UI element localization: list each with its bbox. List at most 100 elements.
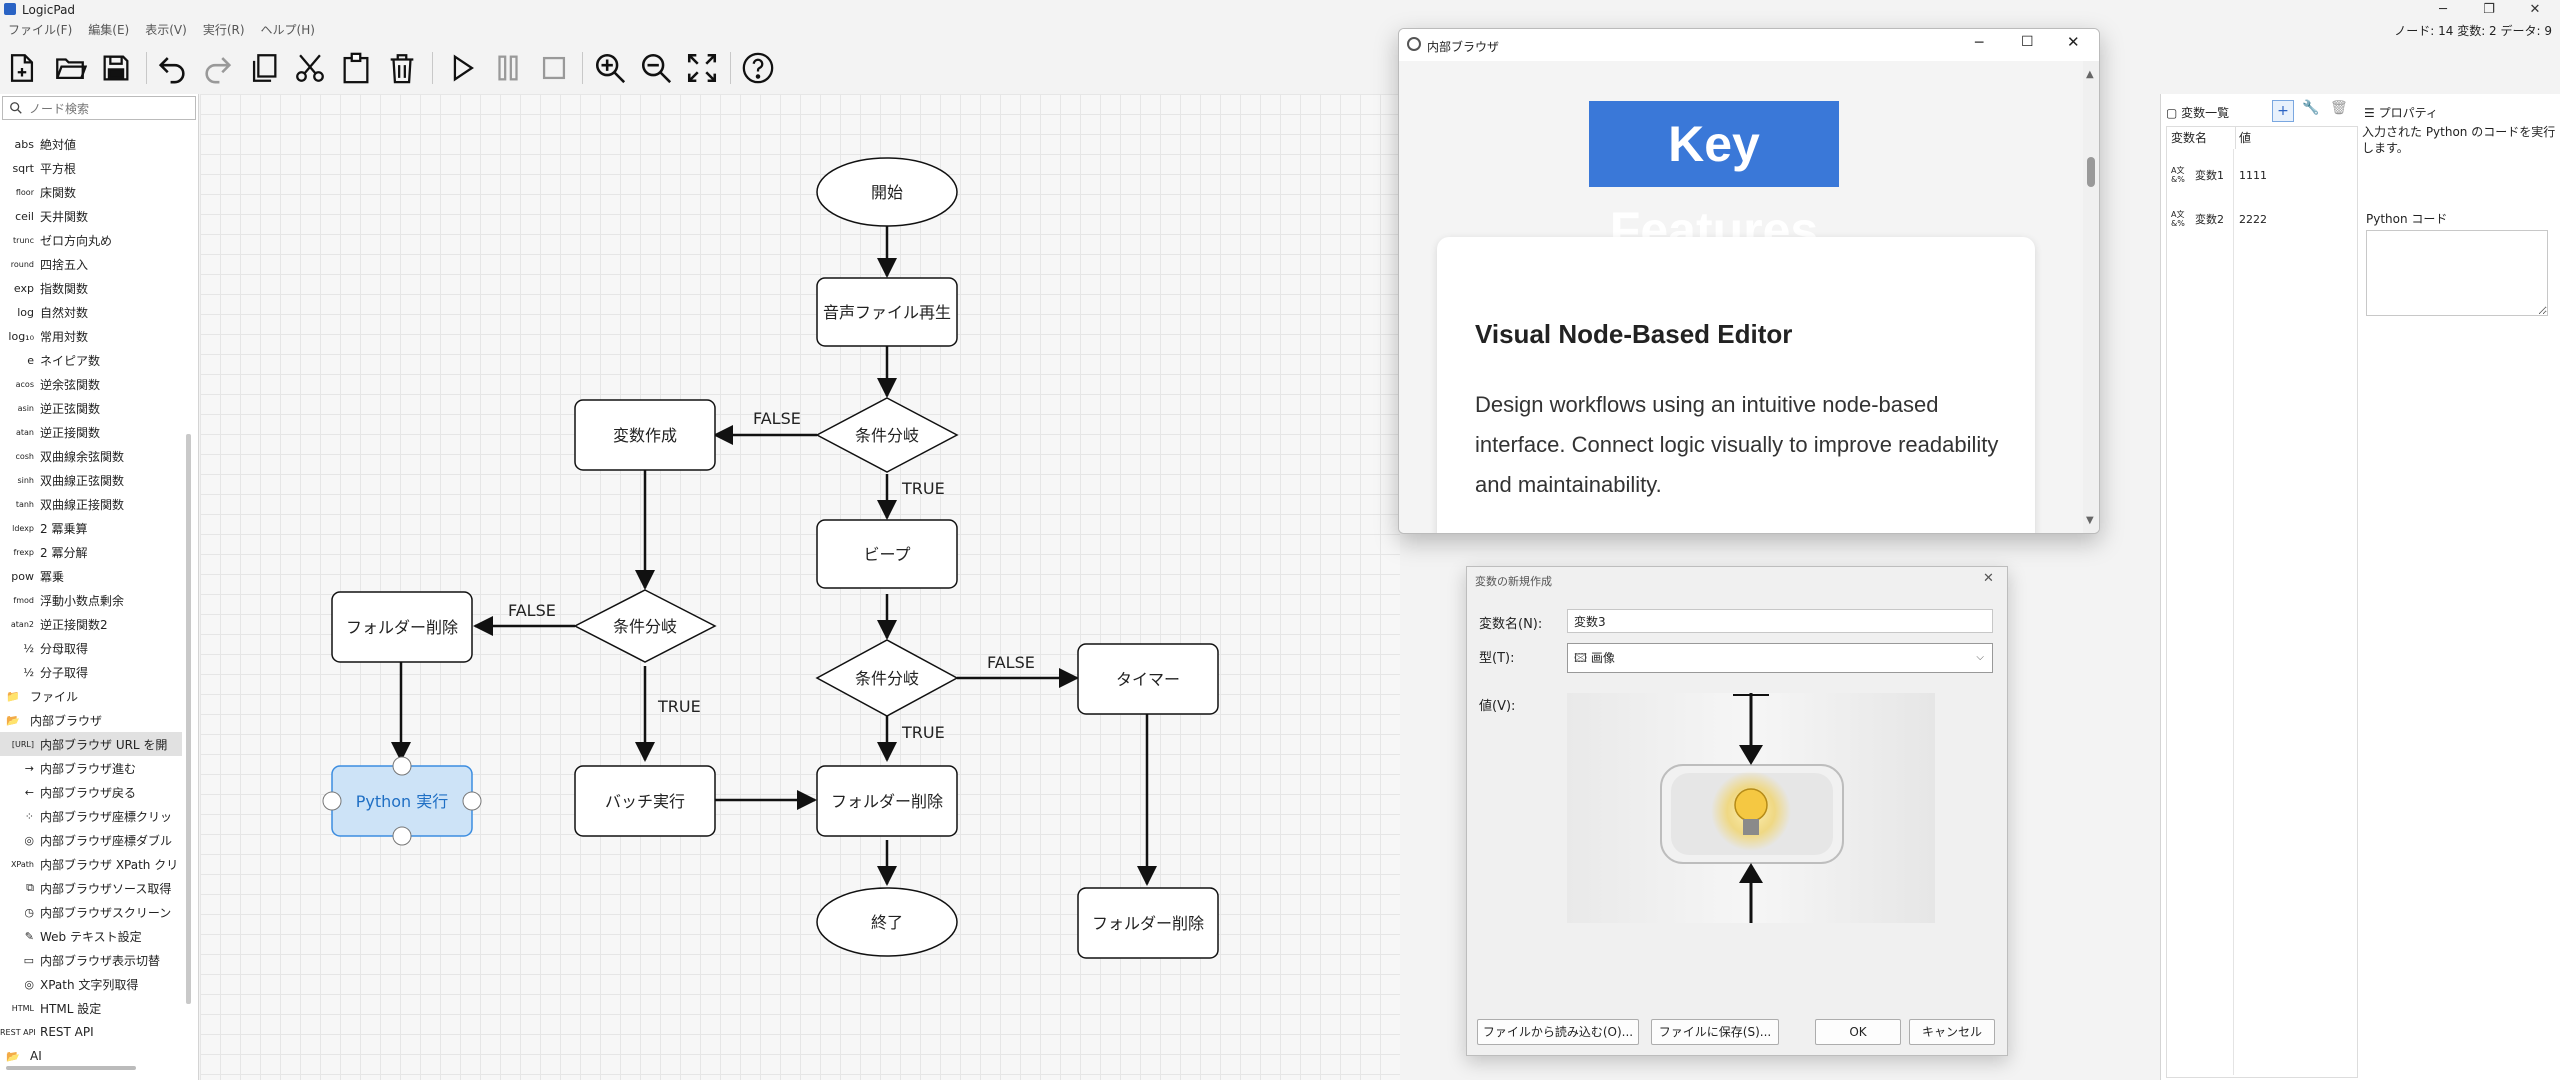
- variable-name-field[interactable]: 変数3: [1567, 609, 1993, 633]
- flow-canvas[interactable]: FALSE TRUE FALSE TRUE FALSE TRUE 開始 音声ファ…: [200, 94, 1400, 1080]
- node-folder-delete[interactable]: フォルダー削除: [816, 765, 958, 837]
- node-folder-delete[interactable]: フォルダー削除: [1077, 887, 1219, 959]
- menu-help[interactable]: ヘルプ(H): [260, 23, 315, 37]
- node-beep[interactable]: ビープ: [816, 519, 958, 589]
- tree-item-xpath-text[interactable]: ◎XPath 文字列取得: [0, 972, 182, 996]
- close-button[interactable]: ✕: [2529, 2, 2541, 17]
- variable-row[interactable]: A文 &% 変数2 2222: [2167, 197, 2355, 241]
- zoom-in-icon[interactable]: [590, 48, 630, 88]
- menu-view[interactable]: 表示(V): [145, 23, 187, 37]
- node-search-box[interactable]: [2, 96, 196, 120]
- new-file-icon[interactable]: [2, 48, 42, 88]
- node-timer[interactable]: タイマー: [1077, 643, 1219, 715]
- maximize-button[interactable]: ❐: [2483, 2, 2495, 17]
- tree-item-browser-forward[interactable]: →内部ブラウザ進む: [0, 756, 182, 780]
- browser-close-button[interactable]: ✕: [2067, 33, 2080, 51]
- dialog-close-button[interactable]: ✕: [1983, 571, 1994, 586]
- tree-folder-ai[interactable]: 📂AI: [0, 1044, 182, 1068]
- wrench-icon[interactable]: 🔧: [2302, 100, 2320, 116]
- fit-screen-icon[interactable]: [682, 48, 722, 88]
- node-port[interactable]: [462, 791, 482, 811]
- redo-icon[interactable]: [198, 48, 238, 88]
- trash-icon[interactable]: 🗑: [2330, 100, 2348, 116]
- tree-item-browser-dblclick[interactable]: ◎内部ブラウザ座標ダブル: [0, 828, 182, 852]
- tree-horizontal-scrollbar[interactable]: [6, 1066, 136, 1070]
- tree-item-browser-screenshot[interactable]: ◷内部ブラウザスクリーン: [0, 900, 182, 924]
- open-folder-icon[interactable]: [50, 48, 90, 88]
- play-icon[interactable]: [442, 48, 482, 88]
- help-icon[interactable]: [738, 48, 778, 88]
- tree-folder-file[interactable]: 📁ファイル: [0, 684, 182, 708]
- tree-item-browser-toggle[interactable]: ▭内部ブラウザ表示切替: [0, 948, 182, 972]
- variable-type-select[interactable]: 🖾 画像 ⌵: [1567, 643, 1993, 673]
- browser-scroll-thumb[interactable]: [2087, 157, 2095, 187]
- tree-folder-browser[interactable]: 📂内部ブラウザ: [0, 708, 182, 732]
- tree-item-browser-click[interactable]: ⁘内部ブラウザ座標クリッ: [0, 804, 182, 828]
- minimize-button[interactable]: ─: [2439, 2, 2447, 17]
- delete-icon[interactable]: [382, 48, 422, 88]
- column-header-name[interactable]: 変数名: [2167, 127, 2236, 149]
- paste-icon[interactable]: [336, 48, 376, 88]
- menu-file[interactable]: ファイル(F): [8, 23, 73, 37]
- browser-maximize-button[interactable]: ☐: [2021, 34, 2034, 50]
- node-batch-exec[interactable]: バッチ実行: [574, 765, 716, 837]
- column-header-value[interactable]: 値: [2239, 131, 2252, 145]
- tree-scrollbar[interactable]: [186, 434, 191, 1004]
- pause-icon[interactable]: [488, 48, 528, 88]
- node-make-variable[interactable]: 変数作成: [574, 399, 716, 471]
- node-python-exec[interactable]: Python 実行: [322, 756, 482, 846]
- copy-icon[interactable]: [244, 48, 284, 88]
- browser-scrollbar[interactable]: ▲ ▼: [2083, 61, 2099, 533]
- zoom-out-icon[interactable]: [636, 48, 676, 88]
- tree-item-web-text[interactable]: ✎Web テキスト設定: [0, 924, 182, 948]
- node-condition[interactable]: 条件分岐: [815, 639, 959, 717]
- python-code-input[interactable]: [2366, 230, 2548, 316]
- menu-run[interactable]: 実行(R): [202, 23, 245, 37]
- load-from-file-button[interactable]: ファイルから読み込む(O)...: [1477, 1019, 1639, 1045]
- node-port[interactable]: [392, 826, 412, 846]
- browser-minimize-button[interactable]: ─: [1975, 35, 1984, 51]
- node-play-audio[interactable]: 音声ファイル再生: [816, 277, 958, 347]
- cancel-button[interactable]: キャンセル: [1909, 1019, 1995, 1045]
- save-to-file-button[interactable]: ファイルに保存(S)...: [1651, 1019, 1779, 1045]
- scroll-down-icon[interactable]: ▼: [2086, 515, 2094, 526]
- node-folder-delete[interactable]: フォルダー削除: [331, 591, 473, 663]
- undo-icon[interactable]: [152, 48, 192, 88]
- node-start[interactable]: 開始: [816, 157, 958, 227]
- node-port[interactable]: [322, 791, 342, 811]
- add-variable-icon[interactable]: +: [2272, 100, 2294, 122]
- node-condition[interactable]: 条件分岐: [573, 589, 717, 663]
- variable-row[interactable]: A文 &% 変数1 1111: [2167, 153, 2355, 197]
- node-port[interactable]: [392, 756, 412, 776]
- stop-icon[interactable]: [534, 48, 574, 88]
- cut-icon[interactable]: [290, 48, 330, 88]
- tree-item-browser-source[interactable]: ⧉内部ブラウザソース取得: [0, 876, 182, 900]
- menu-edit[interactable]: 編集(E): [88, 23, 130, 37]
- tree-item-browser-open-url[interactable]: [URL]内部ブラウザ URL を開: [0, 732, 182, 756]
- node-condition[interactable]: 条件分岐: [815, 397, 959, 473]
